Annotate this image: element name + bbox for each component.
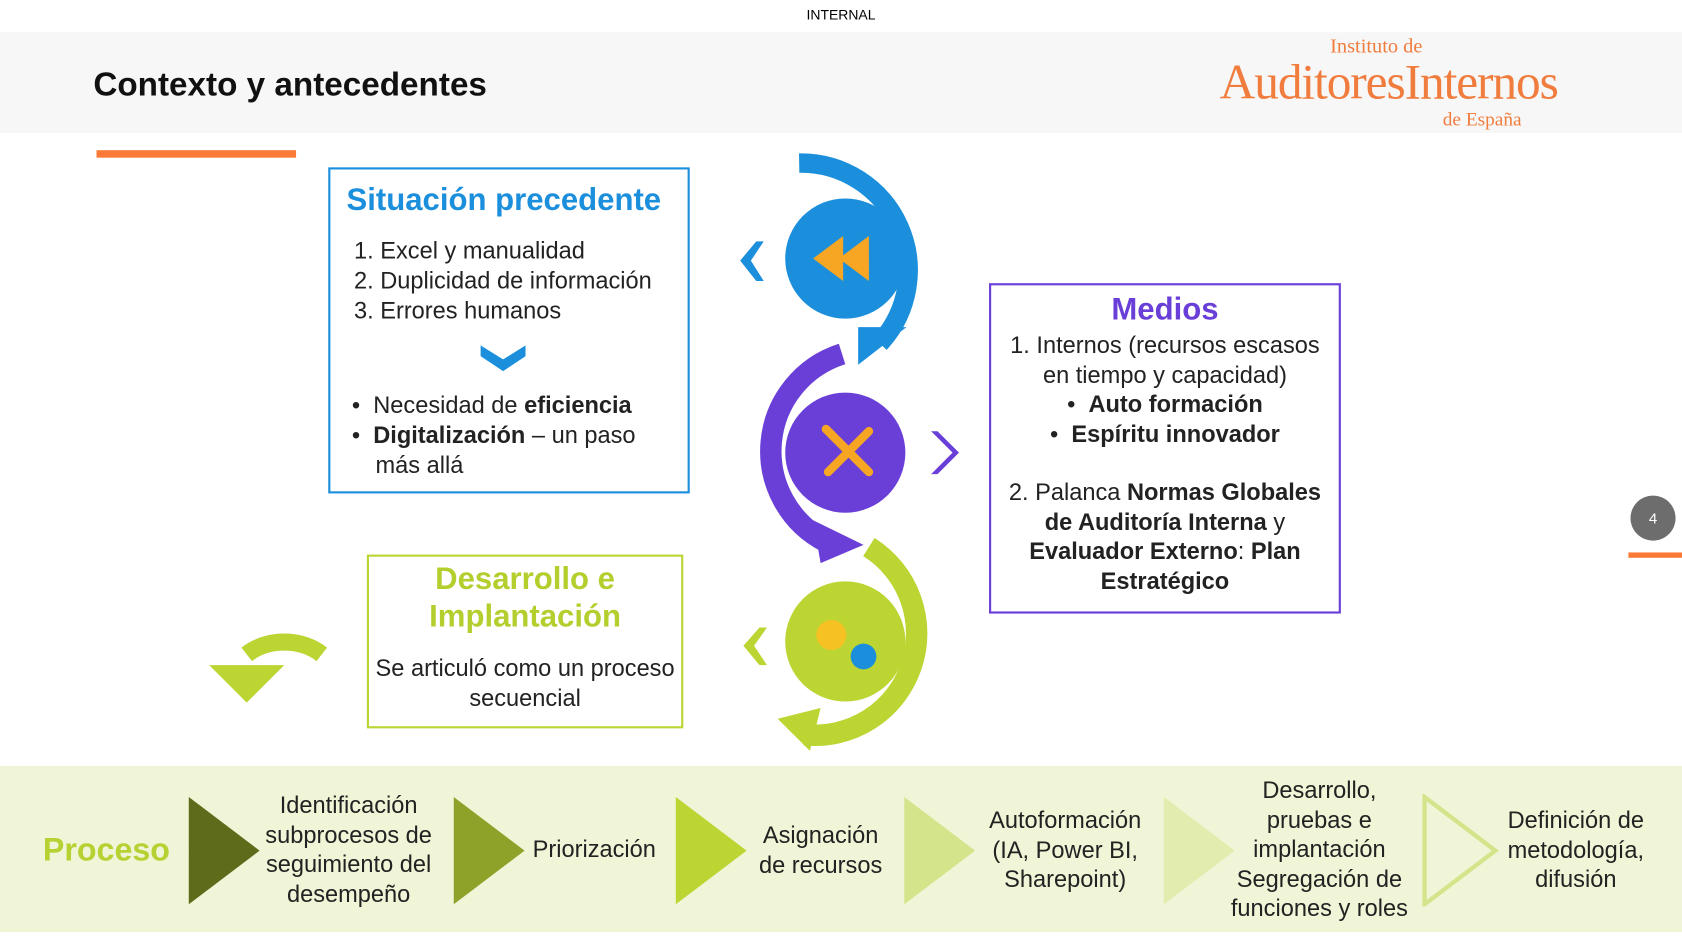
page-accent-line [1628, 552, 1682, 558]
process-arrow-1 [188, 797, 260, 905]
curved-return-arrow-icon [209, 633, 328, 703]
process-arrow-6 [1422, 793, 1499, 907]
classification-label: INTERNAL [806, 6, 876, 23]
medios-box: Medios 1. Internos (recursos escasos en … [989, 283, 1341, 614]
blue-arrowhead [858, 327, 907, 365]
desarrollo-text: Se articuló como un proceso secuencial [375, 654, 675, 712]
purple-cycle-arrow [760, 343, 846, 552]
page-title: Contexto y antecedentes [93, 65, 487, 103]
header-band [0, 32, 1682, 134]
accent-bar [96, 150, 297, 158]
process-arrows [188, 793, 1499, 907]
green-arrowhead [777, 707, 821, 751]
page-number-badge: 4 [1630, 495, 1676, 541]
process-arrow-5 [1163, 797, 1235, 905]
logo-line2: AuditoresInternos [1219, 54, 1559, 110]
list-item: 1. Excel y manualidad [353, 237, 585, 264]
logo: Instituto de AuditoresInternos de España [1218, 36, 1647, 130]
gear-icon [850, 643, 877, 670]
purple-arrowhead [813, 520, 864, 564]
blue-cycle-arrow [799, 153, 918, 350]
chevron-right-icon [931, 431, 959, 475]
medios-title: Medios [1111, 292, 1219, 328]
situacion-title: Situación precedente [346, 183, 662, 218]
bullet-item: • Espíritu innovador [1050, 419, 1280, 447]
situacion-bullets: • Necesidad de eficiencia • Digitalizaci… [352, 390, 674, 480]
desarrollo-title: Desarrollo e Implantación [429, 562, 622, 634]
bullet-item: • Digitalización – un paso más allá [351, 421, 636, 479]
bullet-item: • Necesidad de eficiencia [351, 391, 632, 419]
process-step-6: Definición de metodología, difusión [1507, 806, 1645, 893]
idea-circle [785, 581, 906, 702]
logo-line3: de España [1442, 108, 1522, 130]
logo-line1: Instituto de [1330, 35, 1423, 58]
cycle-diagram [740, 153, 959, 751]
process-arrow-4 [904, 797, 976, 905]
bullet-item: • Auto formación [1067, 390, 1263, 418]
desarrollo-box: Desarrollo e Implantación Se articuló co… [366, 554, 684, 729]
process-arrow-3 [675, 797, 747, 905]
process-step-2: Priorización [532, 835, 656, 863]
situacion-box: Situación precedente 1. Excel y manualid… [328, 167, 690, 494]
chevron-down-icon [480, 345, 526, 372]
process-band [0, 765, 1682, 933]
process-step-1: Identificación subprocesos de seguimient… [265, 791, 432, 907]
green-cycle-arrow [803, 537, 928, 747]
process-step-3: Asignación de recursos [758, 821, 883, 879]
list-item: 3. Errores humanos [353, 297, 562, 324]
rewind-icon [813, 235, 869, 282]
medios-item-2: 2. Palanca Normas Globales de Auditoría … [1008, 478, 1322, 594]
process-step-5: Desarrollo, pruebas e implantación Segre… [1230, 776, 1408, 922]
process-arrow-2 [453, 797, 525, 905]
list-item: 2. Duplicidad de información [353, 267, 652, 294]
process-step-4: Autoformación (IA, Power BI, Sharepoint) [989, 806, 1142, 893]
chevron-left-icon [740, 241, 764, 282]
chevron-left-icon [743, 627, 767, 666]
situacion-list: 1. Excel y manualidad 2. Duplicidad de i… [354, 236, 652, 326]
lightbulb-icon [816, 620, 847, 651]
tools-icon [821, 424, 874, 477]
process-label: Proceso [42, 832, 170, 868]
medios-item-1: 1. Internos (recursos escasos en tiempo … [1010, 331, 1320, 388]
